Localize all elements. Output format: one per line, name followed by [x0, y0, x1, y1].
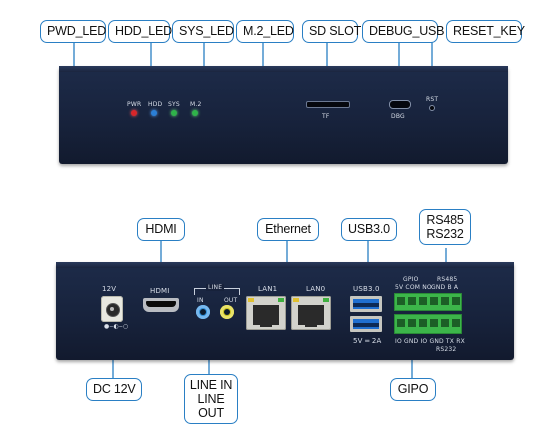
- hdmi-text: HDMI: [150, 287, 170, 295]
- debug-usb-port: [389, 100, 411, 109]
- hdmi-port: [143, 298, 179, 312]
- callout-debug-usb: DEBUG_USB: [362, 20, 445, 43]
- callout-rs485-rs232: RS485 RS232: [419, 209, 471, 245]
- rs485-pins-text: GND B A: [431, 284, 459, 291]
- gpio-pins-text: 5V COM NO: [395, 284, 432, 291]
- power-rating-text: 5V ═ 2A: [353, 337, 382, 345]
- dc-jack: [101, 296, 123, 322]
- rs232-label: RS232: [426, 227, 464, 241]
- rs485-label: RS485: [426, 213, 464, 227]
- m2-led-green: [192, 110, 198, 116]
- front-top-rim: [59, 66, 508, 72]
- hdd-led-blue: [151, 110, 157, 116]
- front-panel: [59, 66, 508, 164]
- back-top-rim: [56, 262, 514, 268]
- callout-sd-slot: SD SLOT: [302, 20, 361, 43]
- callout-sys-led: SYS_LED: [172, 20, 234, 43]
- bottom-pins-text: IO GND IO GND TX RX: [395, 338, 465, 345]
- rst-text: RST: [426, 96, 439, 103]
- lan1-port: [246, 296, 286, 330]
- line-out-jack: [220, 305, 234, 319]
- usb30-text: USB3.0: [353, 285, 380, 293]
- pwr-text: PWR: [127, 101, 142, 108]
- sys-led-green: [171, 110, 177, 116]
- callout-pwd-led: PWD_LED: [40, 20, 106, 43]
- terminal-block-bottom: [394, 314, 462, 334]
- terminal-block-top: [394, 293, 462, 311]
- pwr-led-red: [131, 110, 137, 116]
- line-in-text: IN: [197, 297, 204, 304]
- lan0-port: [291, 296, 331, 330]
- usb-port-bottom: [350, 316, 382, 332]
- callout-gipo: GIPO: [390, 378, 436, 401]
- callout-reset-key: RESET_KEY: [446, 20, 525, 43]
- lan1-text: LAN1: [258, 285, 278, 293]
- line-in-jack: [196, 305, 210, 319]
- dbg-text: DBG: [391, 113, 405, 120]
- callout-ethernet: Ethernet: [257, 218, 319, 241]
- line-out-label: LINE OUT: [197, 392, 225, 420]
- callout-hdmi: HDMI: [137, 218, 185, 241]
- callout-line-in-out: LINE IN LINE OUT: [184, 374, 238, 424]
- m2-text: M.2: [190, 101, 202, 108]
- v12-text: 12V: [102, 285, 117, 293]
- callout-m2-led: M.2_LED: [236, 20, 294, 43]
- polarity-symbol: ●‒◐‒○: [104, 323, 129, 330]
- rs232-text: RS232: [436, 346, 457, 353]
- sys-text: SYS: [168, 101, 180, 108]
- lan0-text: LAN0: [306, 285, 326, 293]
- line-out-text: OUT: [224, 297, 238, 304]
- line-text: LINE: [206, 284, 225, 291]
- rs485-text: RS485: [437, 276, 458, 283]
- reset-pinhole: [429, 105, 435, 111]
- line-in-label: LINE IN: [189, 378, 233, 392]
- callout-hdd-led: HDD_LED: [108, 20, 172, 43]
- sd-slot-opening: [306, 101, 350, 108]
- callout-dc12v: DC 12V: [86, 378, 142, 401]
- gpio-text: GPIO: [403, 276, 419, 283]
- callout-usb3: USB3.0: [341, 218, 397, 241]
- usb-port-top: [350, 296, 382, 312]
- hdd-text: HDD: [148, 101, 163, 108]
- tf-text: TF: [322, 113, 330, 120]
